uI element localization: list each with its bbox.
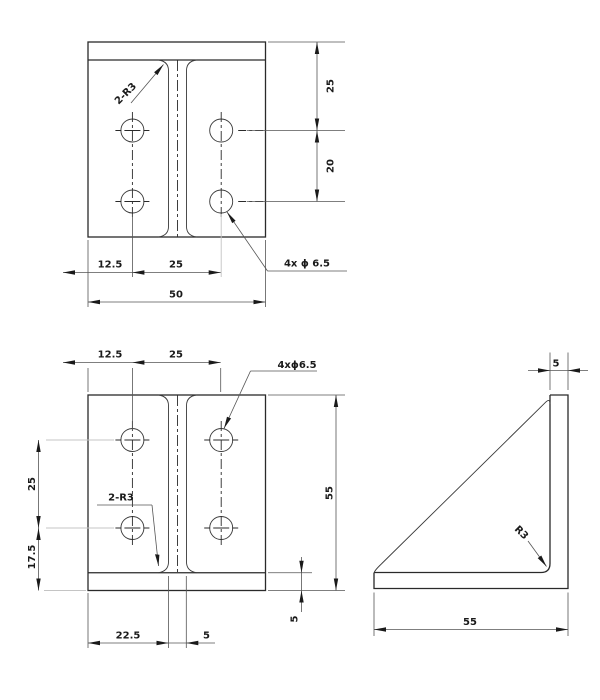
arrowhead: [208, 270, 221, 275]
dim-label: 25: [326, 79, 337, 93]
dim-label: 25: [169, 260, 183, 271]
dimension-right: 25 20: [247, 41, 345, 202]
arrowhead: [537, 555, 547, 567]
arrowhead: [314, 118, 320, 131]
rib-edge-left: [158, 394, 169, 574]
arrowhead: [132, 270, 145, 275]
arrowhead: [155, 554, 160, 566]
arrowhead: [36, 578, 41, 591]
plate-outline: [87, 41, 267, 238]
dim-label: 12.5: [98, 350, 123, 361]
arrowhead: [314, 42, 320, 54]
holes-callout-label: 4x ϕ 6.5: [284, 259, 330, 270]
fillet-callout: 2-R3: [113, 64, 164, 107]
dim-label: 17.5: [27, 545, 38, 570]
dim-label: 20: [326, 159, 337, 173]
dimension-bottom: 22.5 5: [87, 576, 215, 648]
plate-outline: [87, 394, 267, 592]
arrowhead: [299, 590, 304, 603]
arrowhead: [227, 212, 236, 224]
dimension-right: 55 5: [268, 394, 345, 622]
bracket-outline: [373, 394, 569, 590]
rib-edge-left: [158, 59, 169, 238]
fillet-label: R3: [512, 524, 530, 542]
dim-label: 25: [169, 350, 183, 361]
rib-edge-right: [186, 59, 197, 238]
arrowhead: [208, 360, 221, 365]
arrowhead: [63, 270, 75, 275]
side-view: R3 5 55: [373, 352, 588, 636]
dimension-bottom: 55: [373, 592, 569, 636]
arrowhead: [36, 516, 41, 528]
dim-label: 5: [203, 631, 210, 642]
arrowhead: [156, 640, 169, 646]
arrowhead: [88, 640, 100, 646]
arrowhead: [299, 560, 304, 573]
arrowhead: [36, 528, 41, 540]
arrowhead: [314, 130, 320, 143]
arrowhead: [154, 64, 164, 76]
dim-label: 12.5: [98, 260, 123, 271]
fillet-label: 2-R3: [108, 493, 134, 504]
dim-label: 5: [553, 359, 560, 370]
fillet-callout: 2-R3: [97, 493, 160, 567]
rib-edge-right: [186, 394, 197, 574]
dim-label: 25: [27, 477, 38, 491]
front-view: 12.5 25 4xϕ6.5 25 17.5 2-R3: [27, 350, 345, 648]
arrowhead: [374, 627, 386, 632]
arrowhead: [568, 368, 580, 373]
top-view: 25 20 12.5 25 50 4x ϕ 6.5: [63, 41, 347, 307]
dim-label: 5: [290, 615, 301, 622]
arrowhead: [538, 368, 550, 373]
dimension-top: 5: [528, 352, 588, 390]
fillet-label: 2-R3: [113, 81, 139, 107]
arrowhead: [63, 360, 75, 365]
inner-edge: [374, 395, 551, 574]
arrowhead: [36, 440, 41, 452]
dimension-top: 12.5 25: [63, 350, 222, 431]
arrowhead: [333, 578, 339, 591]
dim-label: 55: [325, 486, 336, 500]
dim-label: 50: [169, 290, 183, 301]
dim-label: 22.5: [116, 631, 141, 642]
holes-callout: 4x ϕ 6.5: [226, 211, 347, 272]
arrowhead: [333, 395, 339, 407]
arrowhead: [314, 189, 320, 202]
fillet-callout: R3: [512, 524, 547, 567]
arrowhead: [556, 627, 568, 632]
holes-callout-label: 4xϕ6.5: [277, 360, 316, 371]
arrowhead: [132, 360, 145, 365]
dimension-left: 25 17.5: [27, 440, 86, 591]
arrowhead: [253, 299, 266, 305]
dim-label: 55: [463, 617, 477, 628]
gusset-hypotenuse: [373, 399, 551, 573]
dimension-bottom: 12.5 25 50: [63, 214, 266, 307]
arrowhead: [224, 416, 232, 429]
arrowhead: [88, 299, 100, 305]
holes-callout: 4xϕ6.5: [223, 360, 317, 429]
arrowhead: [186, 640, 199, 646]
